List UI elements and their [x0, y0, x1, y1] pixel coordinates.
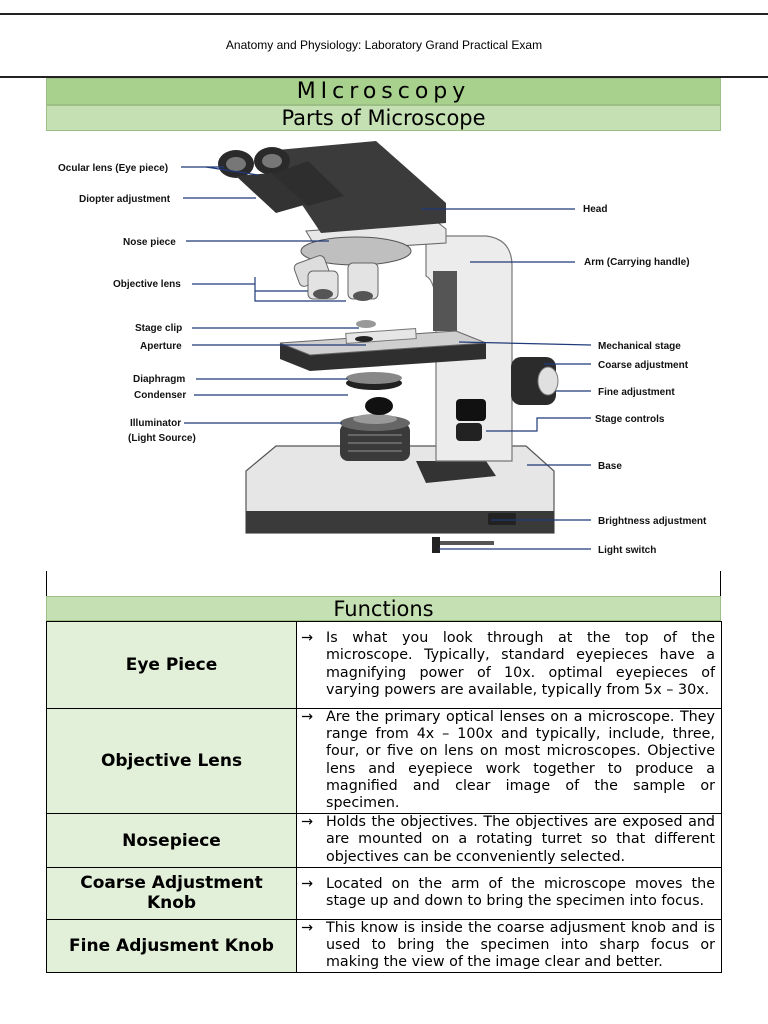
figure-border-left: [46, 571, 47, 596]
label-fine-adjustment: Fine adjustment: [598, 387, 675, 398]
label-arm: Arm (Carrying handle): [584, 257, 690, 268]
label-head: Head: [583, 204, 607, 215]
label-stage-controls: Stage controls: [595, 414, 665, 425]
term-cell: Coarse Adjustment Knob: [46, 866, 297, 920]
table-row: Coarse Adjustment Knob → Located on the a…: [46, 866, 722, 920]
table-row: Objective Lens → Are the primary optical …: [46, 707, 722, 815]
term-cell: Nosepiece: [46, 813, 297, 868]
parts-subtitle: Parts of Microscope: [46, 105, 721, 131]
label-mechanical-stage: Mechanical stage: [598, 341, 681, 352]
term-cell: Fine Adjusment Knob: [46, 918, 297, 974]
description-cell: → This know is inside the coarse adjusmen…: [296, 918, 722, 974]
table-row: Eye Piece → Is what you look through at t…: [46, 621, 722, 709]
arrow-icon: →: [301, 709, 313, 725]
description-text: Located on the arm of the microscope mov…: [326, 875, 715, 909]
term-cell: Objective Lens: [46, 707, 297, 815]
label-stage-clip: Stage clip: [135, 323, 182, 334]
label-ocular: Ocular lens (Eye piece): [58, 163, 168, 174]
section-title: MIcroscopy: [46, 78, 721, 105]
table-row: Fine Adjusment Knob → This know is inside…: [46, 918, 722, 974]
label-light-switch: Light switch: [598, 545, 656, 556]
label-aperture: Aperture: [140, 341, 182, 352]
description-text: This know is inside the coarse adjusment…: [326, 919, 715, 971]
table-row: Nosepiece → Holds the objectives. The obj…: [46, 813, 722, 868]
label-light-source: (Light Source): [128, 433, 196, 444]
term-cell: Eye Piece: [46, 621, 297, 709]
label-objective: Objective lens: [113, 279, 181, 290]
page-header-title: Anatomy and Physiology: Laboratory Grand…: [225, 38, 543, 52]
label-condenser: Condenser: [134, 390, 186, 401]
description-cell: → Is what you look through at the top of …: [296, 621, 722, 709]
figure-border-right: [720, 571, 721, 596]
arrow-icon: →: [301, 875, 313, 892]
microscope-illustration: Ocular lens (Eye piece) Diopter adjustme…: [58, 141, 707, 556]
label-diaphragm: Diaphragm: [133, 374, 185, 385]
description-cell: → Are the primary optical lenses on a mic…: [296, 707, 722, 815]
functions-table: Eye Piece → Is what you look through at t…: [46, 621, 722, 974]
label-nosepiece: Nose piece: [123, 237, 176, 248]
microscope-diagram: Ocular lens (Eye piece) Diopter adjustme…: [46, 131, 721, 571]
arrow-icon: →: [301, 630, 313, 647]
description-text: Holds the objectives. The objectives are…: [326, 814, 715, 865]
label-illuminator: Illuminator: [130, 418, 181, 429]
description-cell: → Located on the arm of the microscope mo…: [296, 866, 722, 920]
description-cell: → Holds the objectives. The objectives ar…: [296, 813, 722, 868]
arrow-icon: →: [301, 919, 313, 936]
label-brightness: Brightness adjustment: [598, 516, 707, 527]
label-base: Base: [598, 461, 622, 472]
label-diopter: Diopter adjustment: [79, 194, 171, 205]
functions-title: Functions: [46, 596, 721, 621]
header-bottom-rule: [0, 76, 768, 78]
description-text: Are the primary optical lenses on a micr…: [326, 709, 715, 812]
description-text: Is what you look through at the top of t…: [326, 630, 715, 698]
label-coarse-adjustment: Coarse adjustment: [598, 360, 689, 371]
header-top-rule: [0, 13, 768, 15]
arrow-icon: →: [301, 814, 313, 831]
